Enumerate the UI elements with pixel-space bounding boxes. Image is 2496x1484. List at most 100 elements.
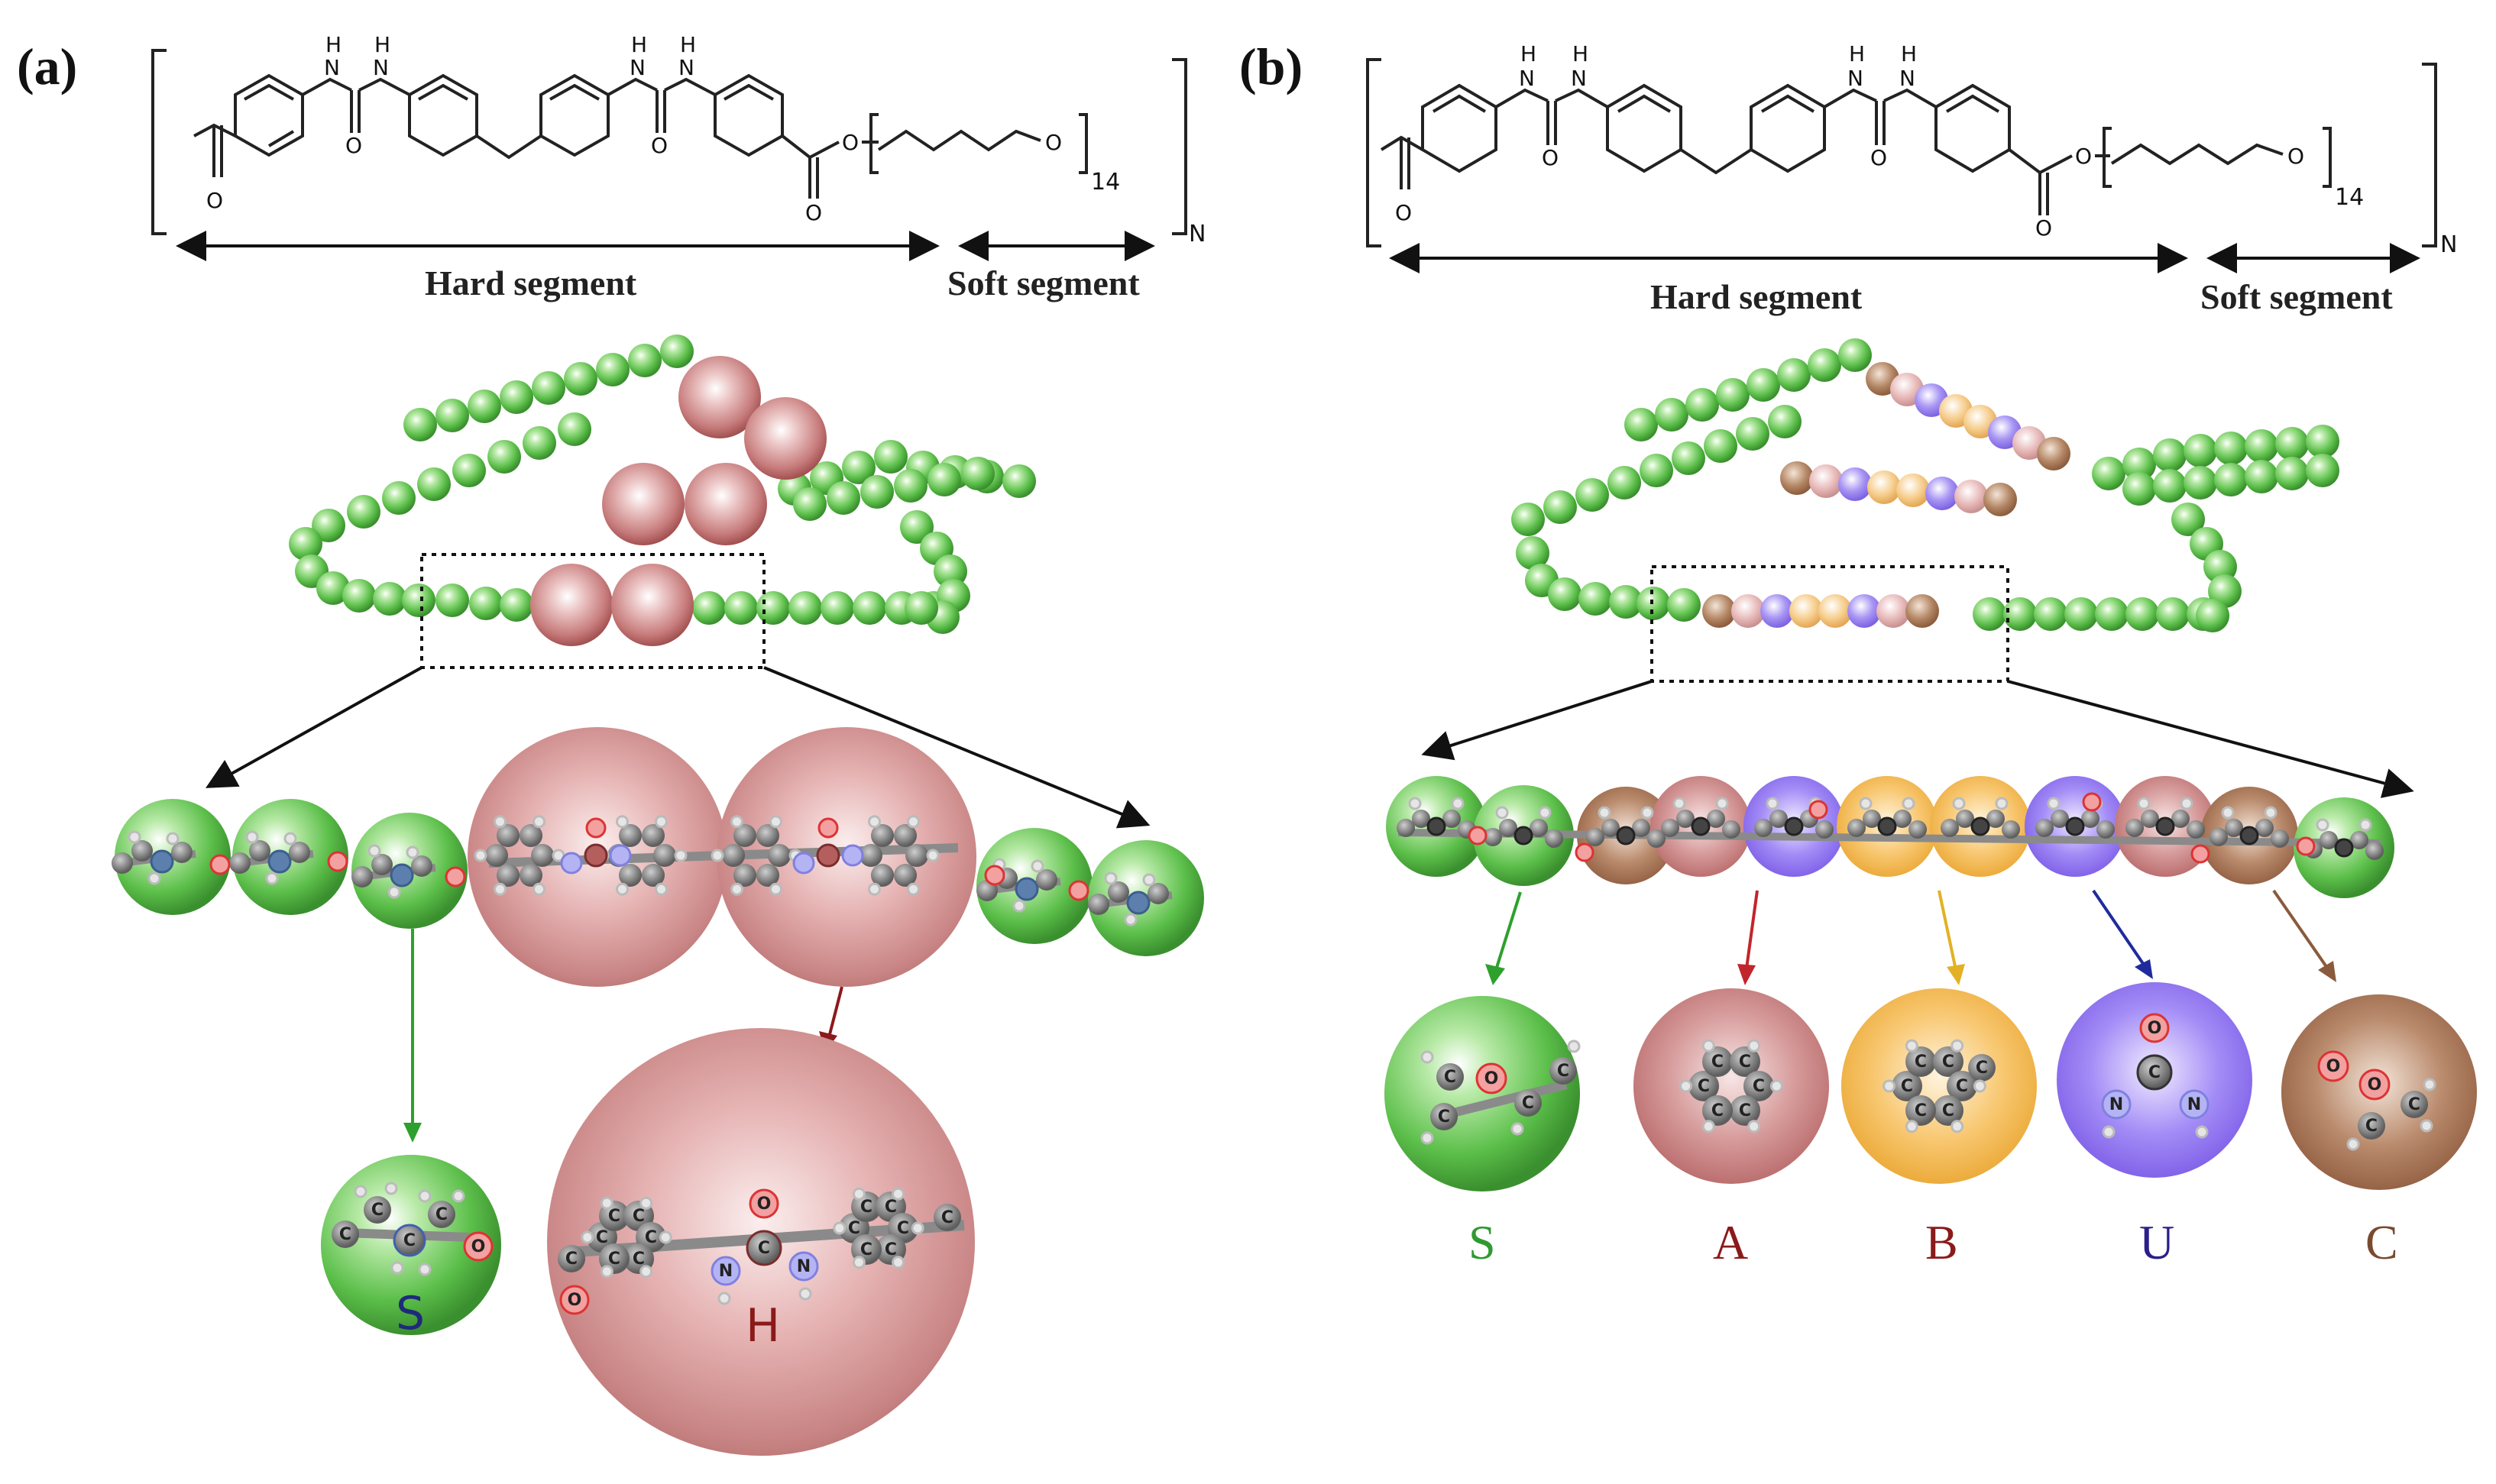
atom-label: C	[1438, 1107, 1450, 1127]
bead-label-s-a: S	[396, 1287, 425, 1340]
hydrogen-atom	[868, 882, 881, 896]
bead-label-s: S	[1468, 1215, 1496, 1269]
soft-bead	[894, 469, 928, 503]
soft-bead	[1768, 405, 1802, 438]
carbon-atom	[860, 844, 882, 867]
hard-bead	[530, 564, 613, 646]
hydrogen-atom	[265, 871, 279, 885]
chain-a	[289, 335, 1036, 634]
structure-a-atoms: O N H N H O N H N H O O O O 14 N	[206, 32, 1206, 247]
nitrogen-atom	[609, 844, 632, 867]
bead-label-b: B	[1925, 1215, 1958, 1269]
hydrogen-atom	[2423, 1078, 2436, 1091]
oxygen-atom	[1808, 800, 1828, 820]
soft-segment-label-a: Soft segment	[947, 263, 1140, 302]
carbon-atom	[531, 844, 554, 867]
nitrogen-atom	[560, 852, 583, 875]
carbon-atom	[768, 844, 791, 867]
hydrogen-atom	[907, 882, 920, 896]
soft-bead	[821, 591, 854, 625]
hydrogen-atom	[1715, 797, 1729, 810]
hard-subbead	[1818, 594, 1852, 628]
atom-label: C	[2408, 1095, 2420, 1114]
hydrogen-atom	[616, 882, 629, 896]
oxygen-atom	[2296, 836, 2316, 856]
hydrogen-atom	[1567, 1039, 1581, 1053]
atom-label: C	[608, 1250, 620, 1269]
atom-label: C	[565, 1250, 578, 1269]
oxygen-atom	[327, 851, 348, 872]
hydrogen-atom	[581, 1230, 594, 1244]
hydrogen-atom	[418, 1263, 432, 1276]
zoom-box-b	[1650, 565, 2009, 683]
hydrogen-atom	[1701, 1120, 1715, 1133]
soft-bead	[2275, 427, 2309, 461]
hydrogen-atom	[2102, 1125, 2116, 1139]
hydrogen-atom	[600, 1196, 613, 1210]
hydrogen-atom	[852, 1187, 866, 1201]
atom-label: C	[1739, 1052, 1751, 1072]
carbon-atom	[131, 840, 153, 862]
soft-bead	[1747, 368, 1780, 402]
soft-bead	[756, 591, 790, 625]
carbon-atom	[2358, 1112, 2385, 1140]
atom-label: C	[1956, 1077, 1968, 1096]
atom-label: C	[403, 1231, 416, 1250]
hydrogen-atom	[1747, 1120, 1761, 1133]
carbon-atom	[1730, 1095, 1760, 1126]
carbon-atom	[1707, 810, 1725, 828]
hydrogen-atom	[1905, 1120, 1918, 1133]
atom-label: C	[885, 1240, 897, 1259]
hydrogen-atom	[717, 1292, 731, 1305]
hydrogen-atom	[1902, 797, 1915, 810]
hydrogen-atom	[1640, 806, 1654, 820]
carbon-atom	[249, 840, 270, 862]
hydrogen-atom	[730, 815, 743, 829]
carbon-atom	[1397, 819, 1415, 837]
soft-bead	[2196, 599, 2229, 632]
bead-label-c: C	[2365, 1215, 2398, 1269]
carbon-atom	[2141, 810, 2159, 828]
oxygen-atom	[585, 817, 607, 839]
hydrogen-atom	[1408, 797, 1422, 810]
carbon-atom	[642, 864, 665, 887]
bead-center	[1970, 816, 1990, 836]
carbon-atom	[332, 1221, 359, 1248]
hydrogen-atom	[1672, 797, 1686, 810]
oxygen-atom	[2190, 844, 2210, 864]
carbon-atom	[2400, 1091, 2428, 1118]
soft-bead	[961, 457, 995, 490]
repeat-n: N	[2440, 231, 2457, 258]
hydrogen-atom	[406, 845, 419, 859]
soft-bead	[558, 412, 591, 446]
hard-subbead	[1954, 480, 1988, 513]
soft-bead	[596, 353, 630, 386]
panel-a: (a)	[17, 32, 1206, 1456]
carbon-atom	[1647, 829, 1666, 848]
carbon-atom	[2096, 820, 2115, 839]
soft-bead	[1002, 464, 1036, 498]
atom-label: C	[608, 1207, 620, 1226]
hydrogen-atom	[533, 882, 545, 896]
soft-bead	[1685, 388, 1719, 422]
oxygen-atom	[2139, 1013, 2170, 1043]
soft-bead	[934, 554, 967, 588]
zoom-arrows-a	[206, 666, 1151, 829]
hard-subbead	[1809, 464, 1843, 498]
soft-bead	[1640, 454, 1673, 487]
soft-bead	[2034, 597, 2067, 631]
structure-b-atoms: O N H N H O N H N H O O O O 14 N	[1395, 41, 2457, 258]
atom-label: C	[435, 1205, 448, 1224]
hydrogen-atom	[367, 844, 381, 858]
bead-center	[2239, 826, 2259, 845]
hard-subbead	[1760, 594, 1794, 628]
detail-arrows-b	[1485, 889, 2336, 985]
atom-o: O	[2075, 144, 2092, 169]
soft-bead	[435, 584, 469, 617]
atom-label: C	[1711, 1101, 1724, 1120]
soft-bead	[289, 527, 322, 561]
carbon-atom	[411, 855, 432, 877]
panel-a-label: (a)	[17, 37, 77, 95]
carbon-atom	[1905, 1046, 1936, 1077]
